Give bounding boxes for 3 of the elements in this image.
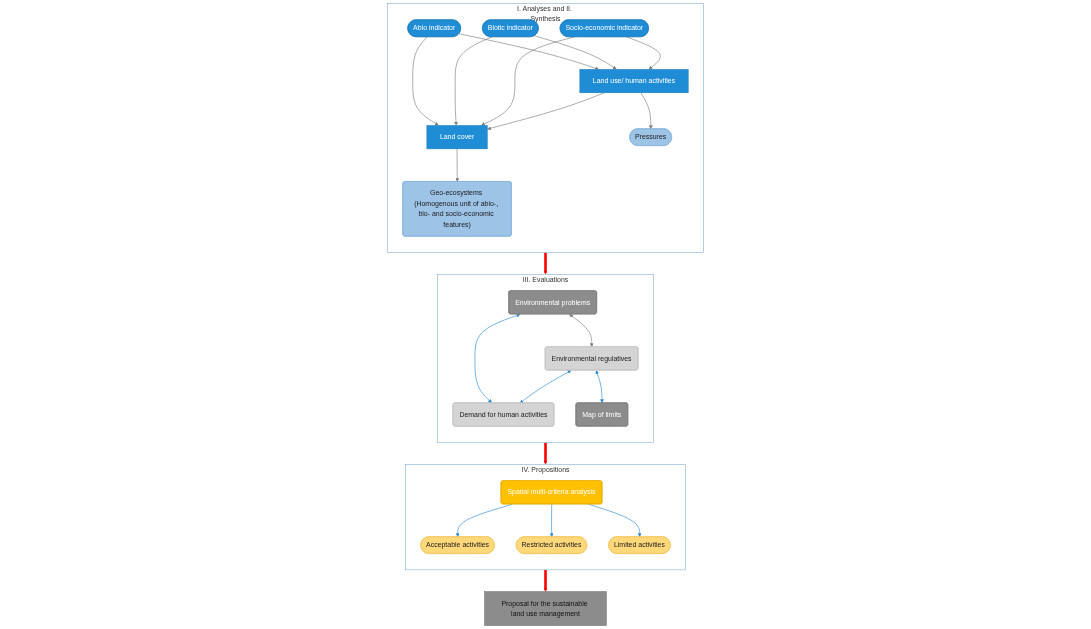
arrow — [543, 442, 548, 465]
arrow — [543, 252, 548, 275]
arrow — [543, 569, 548, 592]
